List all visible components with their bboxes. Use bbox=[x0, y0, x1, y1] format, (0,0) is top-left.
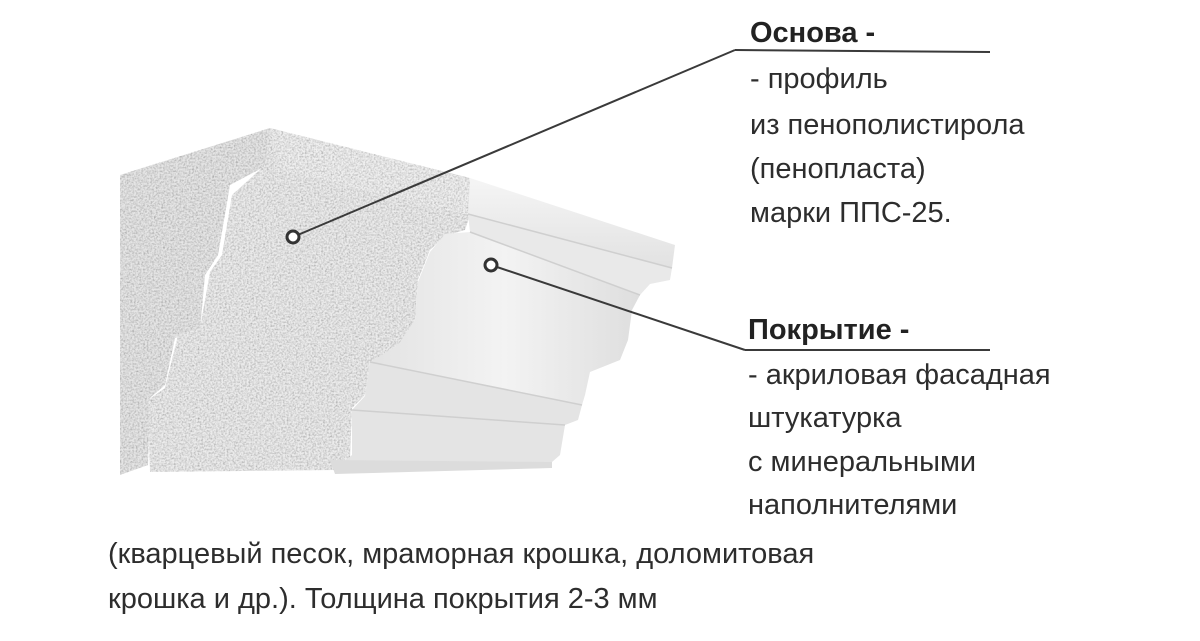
coating-title: Покрытие - bbox=[748, 314, 910, 346]
leader-dot-coating bbox=[483, 257, 499, 273]
base-line-2: из пенополистирола bbox=[750, 109, 1025, 141]
leader-line-coating bbox=[490, 264, 746, 351]
foam-top-face bbox=[270, 128, 470, 215]
coated-profile-block bbox=[330, 178, 675, 474]
coating-bottom-strip bbox=[330, 460, 552, 474]
coating-line-1: - акриловая фасадная bbox=[748, 359, 1051, 391]
foam-profile-block bbox=[120, 128, 470, 475]
coating-cove-face bbox=[370, 232, 640, 405]
foam-profile-face bbox=[148, 128, 470, 472]
foam-back-face bbox=[120, 128, 275, 475]
base-line-1: - профиль bbox=[750, 63, 888, 95]
base-line-3: (пенопласта) bbox=[750, 153, 926, 185]
coating-line-4: наполнителями bbox=[748, 489, 958, 521]
footer-note: (кварцевый песок, мраморная крошка, доло… bbox=[108, 532, 814, 622]
coating-top-plate bbox=[468, 178, 675, 268]
leader-dot-base bbox=[285, 229, 301, 245]
coating-upper-lip bbox=[468, 214, 672, 295]
coating-line-3: с минеральными bbox=[748, 446, 977, 478]
coating-line-2: штукатурка bbox=[748, 402, 902, 434]
coating-lower-fillet bbox=[335, 362, 582, 470]
base-title: Основа - bbox=[750, 17, 876, 49]
leader-underline-base bbox=[734, 49, 991, 53]
leader-line-base bbox=[292, 49, 736, 238]
footer-line-1: (кварцевый песок, мраморная крошка, доло… bbox=[108, 538, 815, 570]
coating-edge-lines bbox=[351, 213, 673, 426]
footer-line-2: крошка и др.). Толщина покрытия 2-3 мм bbox=[108, 583, 658, 615]
base-line-4: марки ППС-25. bbox=[750, 197, 952, 229]
leader-lines bbox=[285, 49, 991, 351]
